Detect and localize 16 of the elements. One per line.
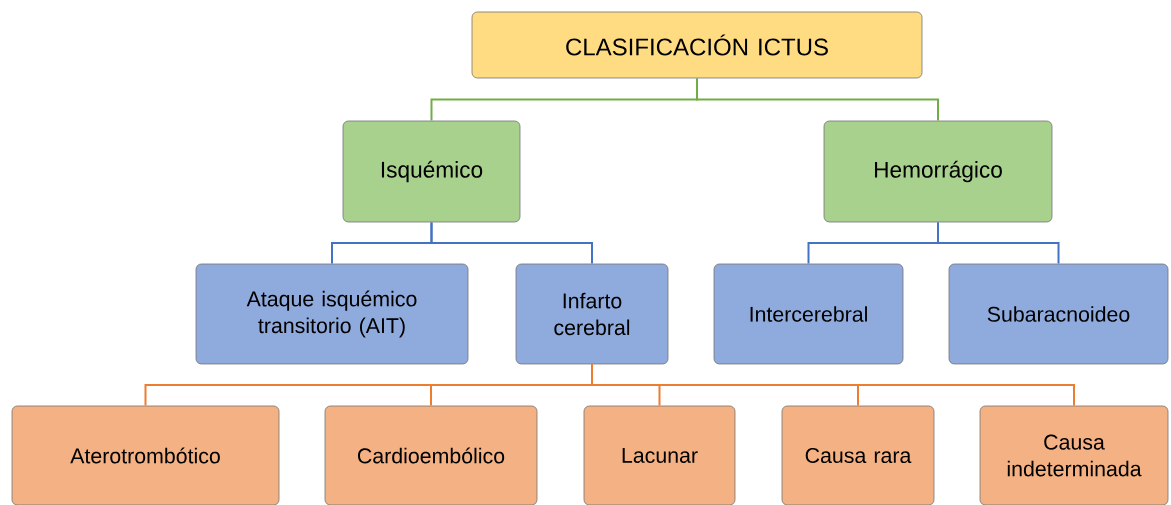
connector	[937, 221, 1060, 265]
subtype-box: Aterotrombótico	[11, 405, 280, 505]
subtype-box: Lacunar	[583, 405, 736, 505]
connector	[696, 77, 939, 122]
subtype-box: Intercerebral	[713, 263, 904, 365]
category-box: Isquémico	[342, 120, 521, 223]
subtype-box: Cardioembólico	[324, 405, 538, 505]
connector	[430, 221, 593, 265]
connector	[591, 363, 1075, 407]
subtype-box: Ataque isquémico transitorio (AIT)	[195, 263, 469, 365]
category-box: Hemorrágico	[823, 120, 1053, 223]
subtype-box: Subaracnoideo	[948, 263, 1169, 365]
title-box: CLASIFICACIÓN ICTUS	[471, 11, 923, 79]
subtype-box: Infarto cerebral	[515, 263, 669, 365]
subtype-box: Causa rara	[781, 405, 935, 505]
subtype-box: Causa indeterminada	[979, 405, 1169, 505]
